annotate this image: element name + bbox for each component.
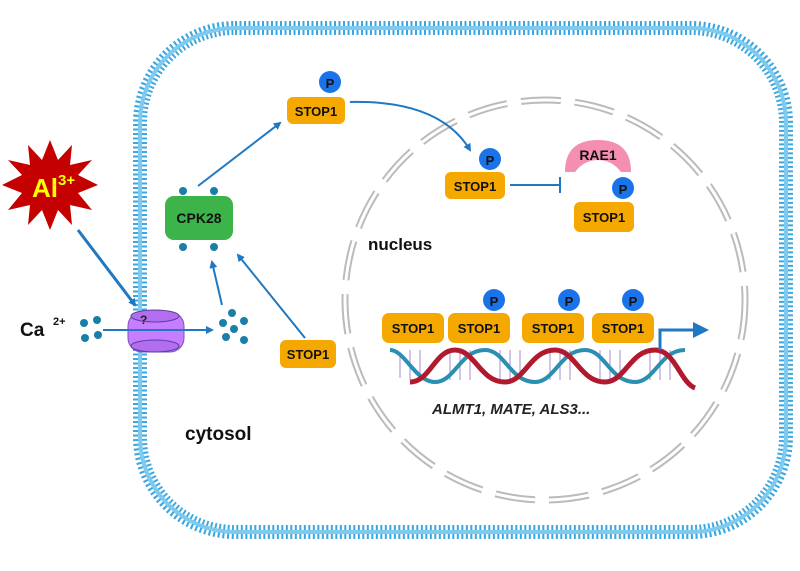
aluminum-star-icon: Al 3+ [2,140,98,230]
calcium-channel: ? [127,309,185,353]
ca-charge: 2+ [53,316,66,328]
calcium-ions-inside [219,309,248,344]
inhibition-line [510,177,561,193]
stop1-phosphorylated-cytosol: P STOP1 [287,71,345,124]
stop1-cytosol: STOP1 [280,340,336,368]
nuclear-envelope [341,96,749,504]
stop1-label: STOP1 [454,179,496,194]
stop1-bound-rae1: P STOP1 [574,177,634,232]
phospho-label: P [629,294,638,309]
stop1-label: STOP1 [295,104,337,119]
stop1-phosphorylated-nucleus: P STOP1 [445,148,505,199]
cpk28-phosphorylation-arrow [197,121,282,187]
calcium-ions-outside [80,316,102,342]
al-charge: 3+ [58,172,75,189]
cell-membrane [133,21,793,539]
phospho-label: P [486,153,495,168]
cpk28-protein: CPK28 [165,187,233,251]
stop1-dna-bound-1: STOP1 [382,313,444,343]
stop1-label: STOP1 [532,321,574,336]
stop1-label: STOP1 [287,347,329,362]
stop1-label: STOP1 [458,321,500,336]
calcium-to-cpk28-arrow [209,260,223,306]
stop1-label: STOP1 [602,321,644,336]
ca-label: Ca [20,320,45,341]
stop1-dna-bound-3: P STOP1 [522,289,584,343]
transcription-start-arrow [658,322,709,350]
stop1-dna-bound-2: P STOP1 [448,289,510,343]
phospho-label: P [490,294,499,309]
stop1-label: STOP1 [392,321,434,336]
rae1-protein: RAE1 [565,140,631,172]
phospho-label: P [619,182,628,197]
target-genes-label: ALMT1, MATE, ALS3... [431,401,590,418]
rae1-label: RAE1 [579,147,617,163]
al-label: Al [32,173,58,203]
cytosol-label: cytosol [185,424,252,445]
cpk28-label: CPK28 [176,210,221,226]
stop1-to-cpk28-arrow [236,253,306,339]
phospho-label: P [326,76,335,91]
al-to-channel-arrow [76,229,137,307]
stop1-label: STOP1 [583,210,625,225]
nuclear-import-arrow [349,100,472,152]
stop1-dna-bound-4: P STOP1 [592,289,654,343]
channel-question-mark: ? [140,313,147,327]
nucleus-label: nucleus [368,235,432,254]
dna-helix [389,347,697,391]
phospho-label: P [565,294,574,309]
